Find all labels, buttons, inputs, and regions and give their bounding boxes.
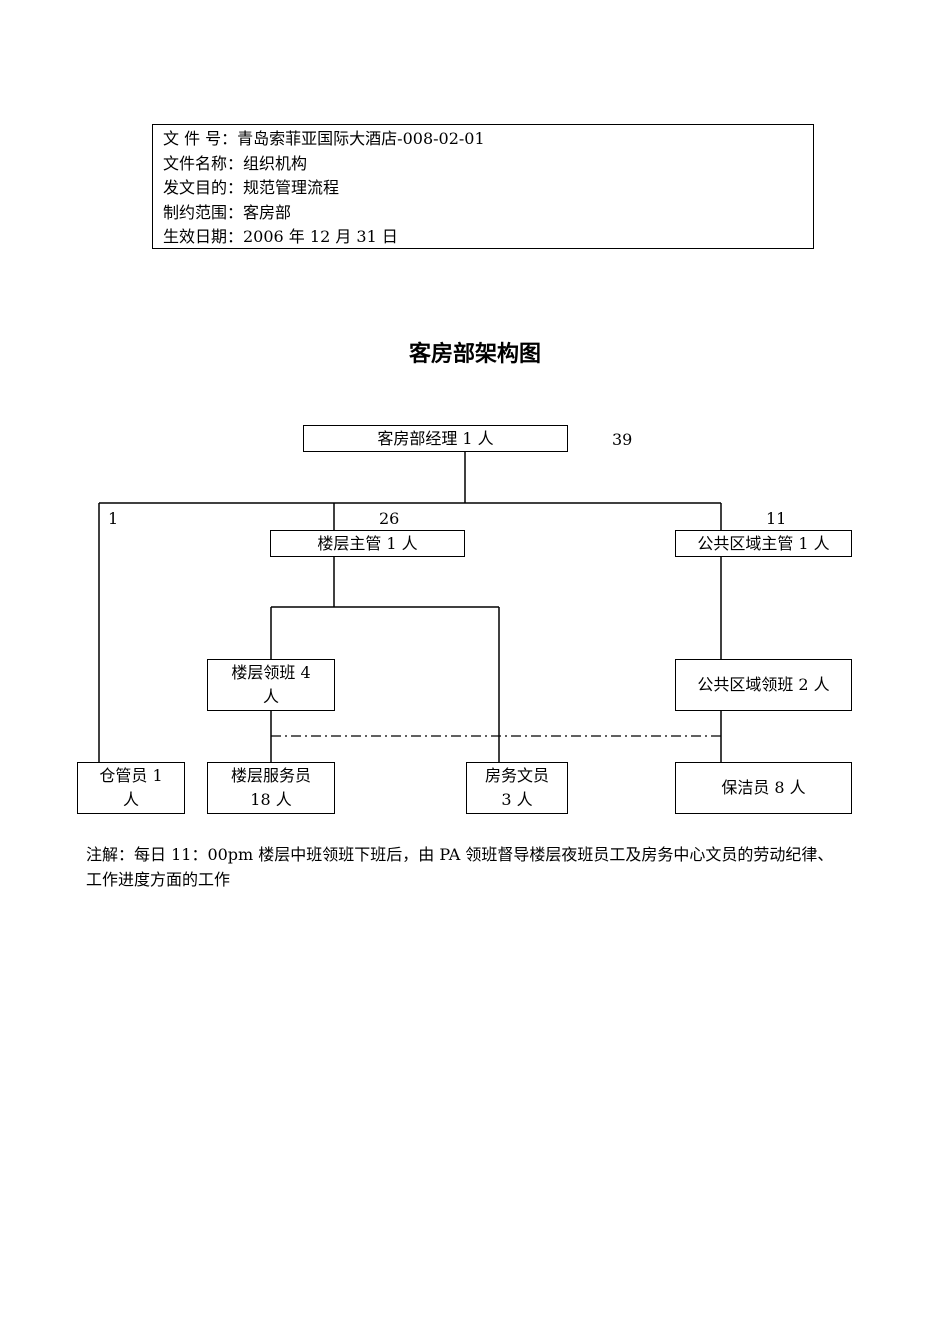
box-floor-supervisor: 楼层主管 1 人 [270,530,465,557]
box-storekeeper: 仓管员 1 人 [77,762,185,814]
box-manager-label: 客房部经理 1 人 [377,428,494,448]
box-pa-captain-label: 公共区域领班 2 人 [697,675,830,694]
chart-title: 客房部架构图 [408,342,541,367]
doc-effective-date-line: 生效日期：2006 年 12 月 31 日 [163,227,398,247]
box-pa-supervisor: 公共区域主管 1 人 [675,530,852,557]
document-info-box: 文 件 号：青岛索菲亚国际大酒店-008-02-01 文件名称：组织机构 发文目… [152,124,814,249]
doc-name-line: 文件名称：组织机构 [163,153,308,173]
count-manager: 39 [612,430,633,449]
count-storekeeper: 1 [108,509,119,528]
footnote: 注解：每日 11：00pm 楼层中班领班下班后，由 PA 领班督导楼层夜班员工及… [86,845,834,889]
box-cleaner: 保洁员 8 人 [675,762,852,814]
count-pa-supervisor: 11 [766,509,787,528]
box-floor-captain: 楼层领班 4 人 [207,659,335,711]
box-clerk: 房务文员 3 人 [466,762,568,814]
count-floor-supervisor: 26 [379,509,400,528]
doc-number-line: 文 件 号：青岛索菲亚国际大酒店-008-02-01 [163,129,485,148]
box-floor-attendant-label: 楼层服务员 18 人 [230,766,311,809]
box-storekeeper-label: 仓管员 1 人 [99,766,163,809]
box-floor-attendant: 楼层服务员 18 人 [207,762,335,814]
box-cleaner-label: 保洁员 8 人 [721,778,806,797]
box-manager: 客房部经理 1 人 [303,425,568,452]
box-pa-supervisor-label: 公共区域主管 1 人 [697,533,830,553]
box-clerk-label: 房务文员 3 人 [484,766,549,809]
box-floor-captain-label: 楼层领班 4 人 [231,663,311,706]
box-pa-captain: 公共区域领班 2 人 [675,659,852,711]
doc-purpose-line: 发文目的：规范管理流程 [163,178,340,198]
doc-scope-line: 制约范围：客房部 [163,202,292,222]
box-floor-supervisor-label: 楼层主管 1 人 [317,533,418,553]
